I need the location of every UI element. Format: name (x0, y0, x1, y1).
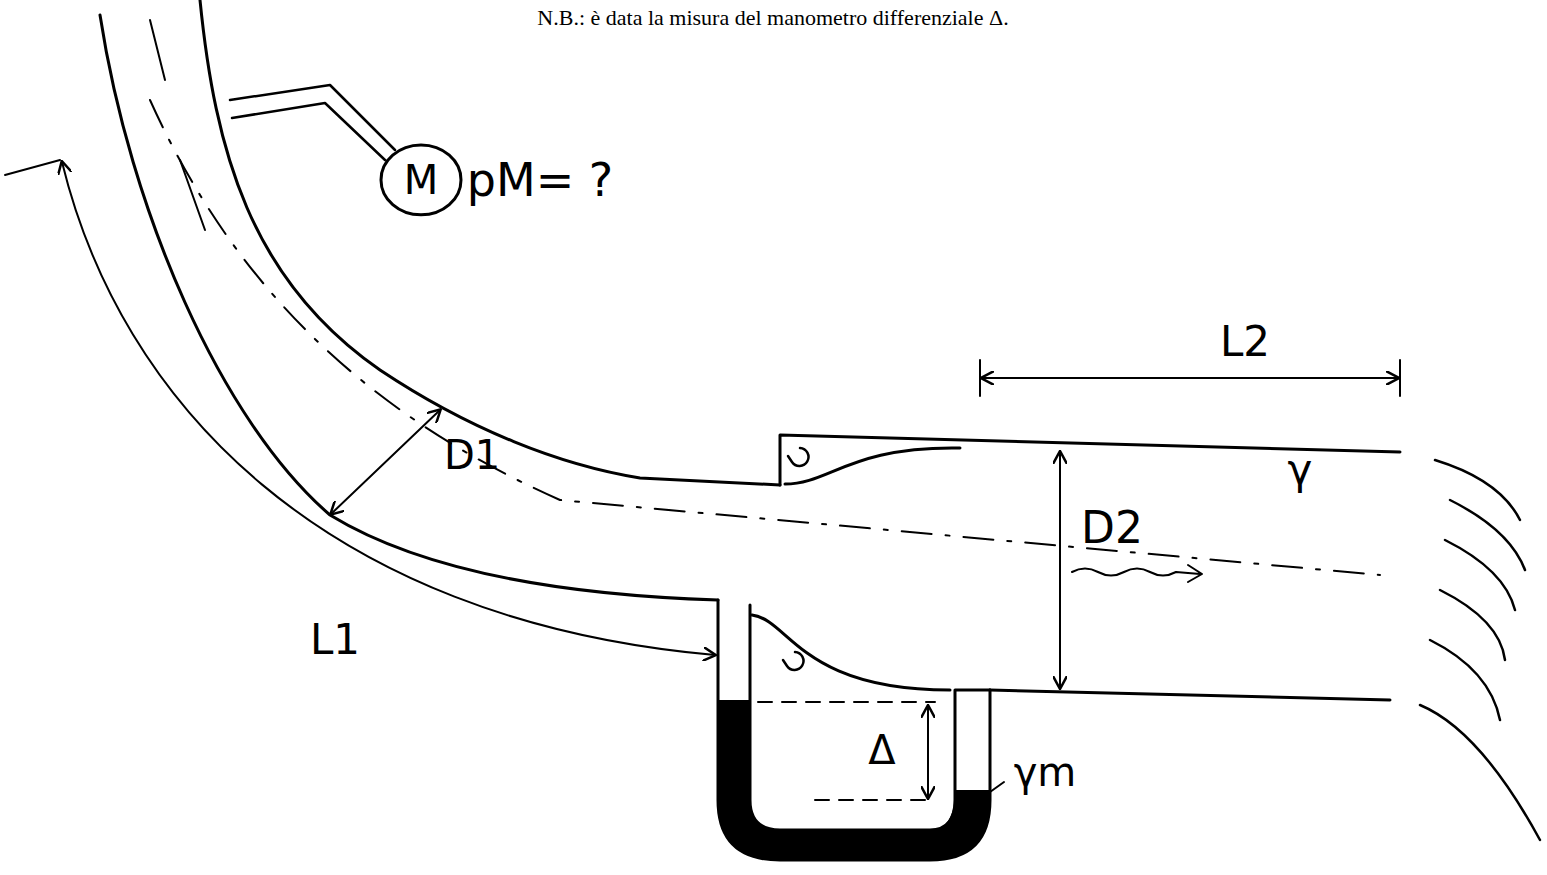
vortex (783, 652, 803, 670)
pipe-wall (200, 0, 780, 485)
diameter-label: D2 (1081, 504, 1143, 552)
dimension-arrow (62, 162, 715, 655)
dimension-arrow (1059, 452, 1061, 688)
dimension-arrow (982, 377, 1398, 379)
unknown-label: pM= ? (467, 155, 613, 206)
manometer-tube (718, 600, 990, 860)
separation-line (752, 615, 950, 690)
dimension-tick (5, 160, 60, 175)
pressure-tap (230, 85, 395, 160)
level-line (758, 702, 935, 800)
flow-arrow (1072, 565, 1202, 582)
length-label: L1 (310, 617, 360, 663)
pipe-wall (100, 15, 718, 600)
jet-line (1420, 460, 1540, 840)
dimension-tick (980, 360, 1400, 396)
note-text: N.B.: è data la misura del manometro dif… (537, 6, 1008, 30)
dimension-arrow (331, 410, 440, 514)
dimension-arrow (927, 706, 929, 798)
gauge-circle: M (379, 143, 463, 217)
separation-line (785, 448, 960, 484)
leader-line (990, 782, 1004, 792)
manometer-tube (750, 605, 990, 830)
pipe-wall (990, 690, 1390, 700)
gauge-letter: M (404, 157, 439, 203)
weight-label: γm (1014, 750, 1077, 794)
length-label: L2 (1220, 319, 1270, 365)
pipe-mark (150, 20, 205, 230)
center-line (150, 100, 1380, 575)
manometer-liquid (718, 700, 990, 860)
weight-label: γ (1288, 447, 1313, 493)
reading-label: Δ (868, 728, 895, 772)
vortex (788, 448, 808, 466)
diameter-label: D1 (444, 433, 500, 477)
